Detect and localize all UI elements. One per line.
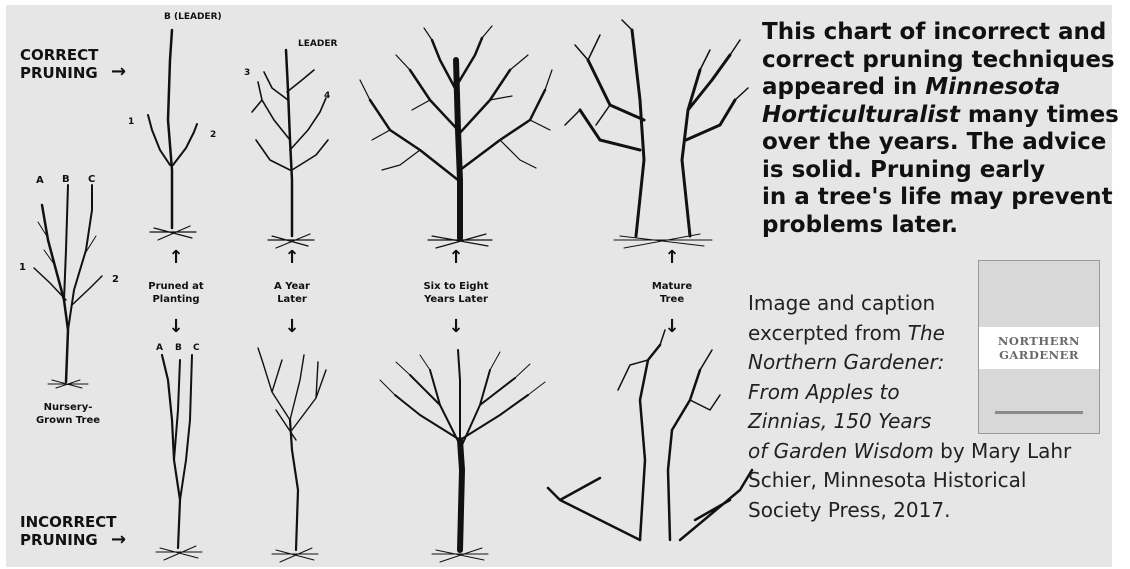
credit-line: Society Press, 2017. bbox=[748, 496, 1108, 526]
arrow-down-4: ↓ bbox=[664, 316, 679, 337]
tree-incorrect-six-years bbox=[380, 350, 545, 562]
arrow-up-4: ↑ bbox=[664, 247, 679, 268]
caption-line: is solid. Pruning early bbox=[762, 157, 1102, 185]
credit-text: Image and caption excerpted from The Nor… bbox=[748, 289, 1108, 525]
nursery-tree: A B C 1 2 Nursery- Grown Tree bbox=[19, 174, 119, 426]
arrow-down-1: ↓ bbox=[168, 316, 183, 337]
caption: This chart of incorrect and correct prun… bbox=[762, 19, 1102, 239]
row-label-correct-line1: CORRECT bbox=[20, 46, 99, 64]
tree-correct-mature bbox=[565, 20, 748, 248]
caption-line: problems later. bbox=[762, 212, 1102, 240]
nursery-letter-a: A bbox=[36, 175, 44, 186]
credit-line: of Garden Wisdom by Mary Lahr bbox=[748, 437, 1108, 467]
label-b-leader: B (LEADER) bbox=[164, 12, 222, 22]
label-leader: LEADER bbox=[298, 39, 337, 49]
arrow-up-3: ↑ bbox=[448, 247, 463, 268]
row-arrow-correct: → bbox=[111, 61, 126, 82]
stage-label-1-line1: Pruned at bbox=[148, 281, 204, 292]
row-label-incorrect-line1: INCORRECT bbox=[20, 513, 117, 531]
arrow-down-3: ↓ bbox=[448, 316, 463, 337]
label-branch-2: 2 bbox=[210, 130, 216, 140]
credit-line: Zinnias, 150 Years bbox=[748, 407, 1108, 437]
nursery-number-1: 1 bbox=[19, 262, 26, 273]
stage-labels: ↑ Pruned at Planting ↓ ↑ A Year Later ↓ … bbox=[148, 247, 692, 337]
row-label-incorrect-line2: PRUNING bbox=[20, 531, 98, 549]
tree-correct-year: LEADER 3 4 bbox=[244, 39, 337, 248]
caption-line: over the years. The advice bbox=[762, 129, 1102, 157]
stage-label-3-line1: Six to Eight bbox=[423, 281, 488, 292]
stage-label-1-line2: Planting bbox=[152, 294, 199, 305]
caption-line: appeared in Minnesota bbox=[762, 74, 1102, 102]
stage-label-4-line2: Tree bbox=[660, 294, 684, 305]
label-incorrect-c: C bbox=[193, 343, 200, 353]
credit-line: From Apples to bbox=[748, 378, 1108, 408]
stage-label-4-line1: Mature bbox=[652, 281, 693, 292]
tree-correct-planting: B (LEADER) 1 2 bbox=[128, 12, 222, 240]
nursery-letter-c: C bbox=[88, 174, 95, 185]
label-branch-4: 4 bbox=[324, 91, 330, 101]
stage-label-3-line2: Years Later bbox=[423, 294, 488, 305]
credit-line: Image and caption bbox=[748, 289, 1108, 319]
tree-incorrect-planting: A B C bbox=[156, 343, 202, 560]
label-branch-3: 3 bbox=[244, 68, 250, 78]
nursery-label-line1: Nursery- bbox=[44, 402, 93, 413]
caption-line: Horticulturalist many times bbox=[762, 102, 1102, 130]
credit-line: Northern Gardener: bbox=[748, 348, 1108, 378]
nursery-label-line2: Grown Tree bbox=[36, 415, 100, 426]
label-incorrect-b: B bbox=[175, 343, 182, 353]
arrow-up-2: ↑ bbox=[284, 247, 299, 268]
arrow-down-2: ↓ bbox=[284, 316, 299, 337]
tree-correct-six-years bbox=[360, 26, 552, 248]
row-arrow-incorrect: → bbox=[111, 529, 126, 550]
arrow-up-1: ↑ bbox=[168, 247, 183, 268]
tree-incorrect-year bbox=[258, 348, 326, 562]
row-label-correct-line2: PRUNING bbox=[20, 64, 98, 82]
nursery-letter-b: B bbox=[62, 174, 70, 185]
stage-label-2-line1: A Year bbox=[274, 281, 310, 292]
caption-line: correct pruning techniques bbox=[762, 47, 1102, 75]
label-incorrect-a: A bbox=[156, 343, 163, 353]
caption-line: in a tree's life may prevent bbox=[762, 184, 1102, 212]
credit-line: Schier, Minnesota Historical bbox=[748, 466, 1108, 496]
nursery-number-2: 2 bbox=[112, 274, 119, 285]
stage-label-2-line2: Later bbox=[277, 294, 307, 305]
label-branch-1: 1 bbox=[128, 117, 134, 127]
tree-incorrect-mature bbox=[548, 330, 752, 540]
caption-line: This chart of incorrect and bbox=[762, 19, 1102, 47]
credit-line: excerpted from The bbox=[748, 319, 1108, 349]
